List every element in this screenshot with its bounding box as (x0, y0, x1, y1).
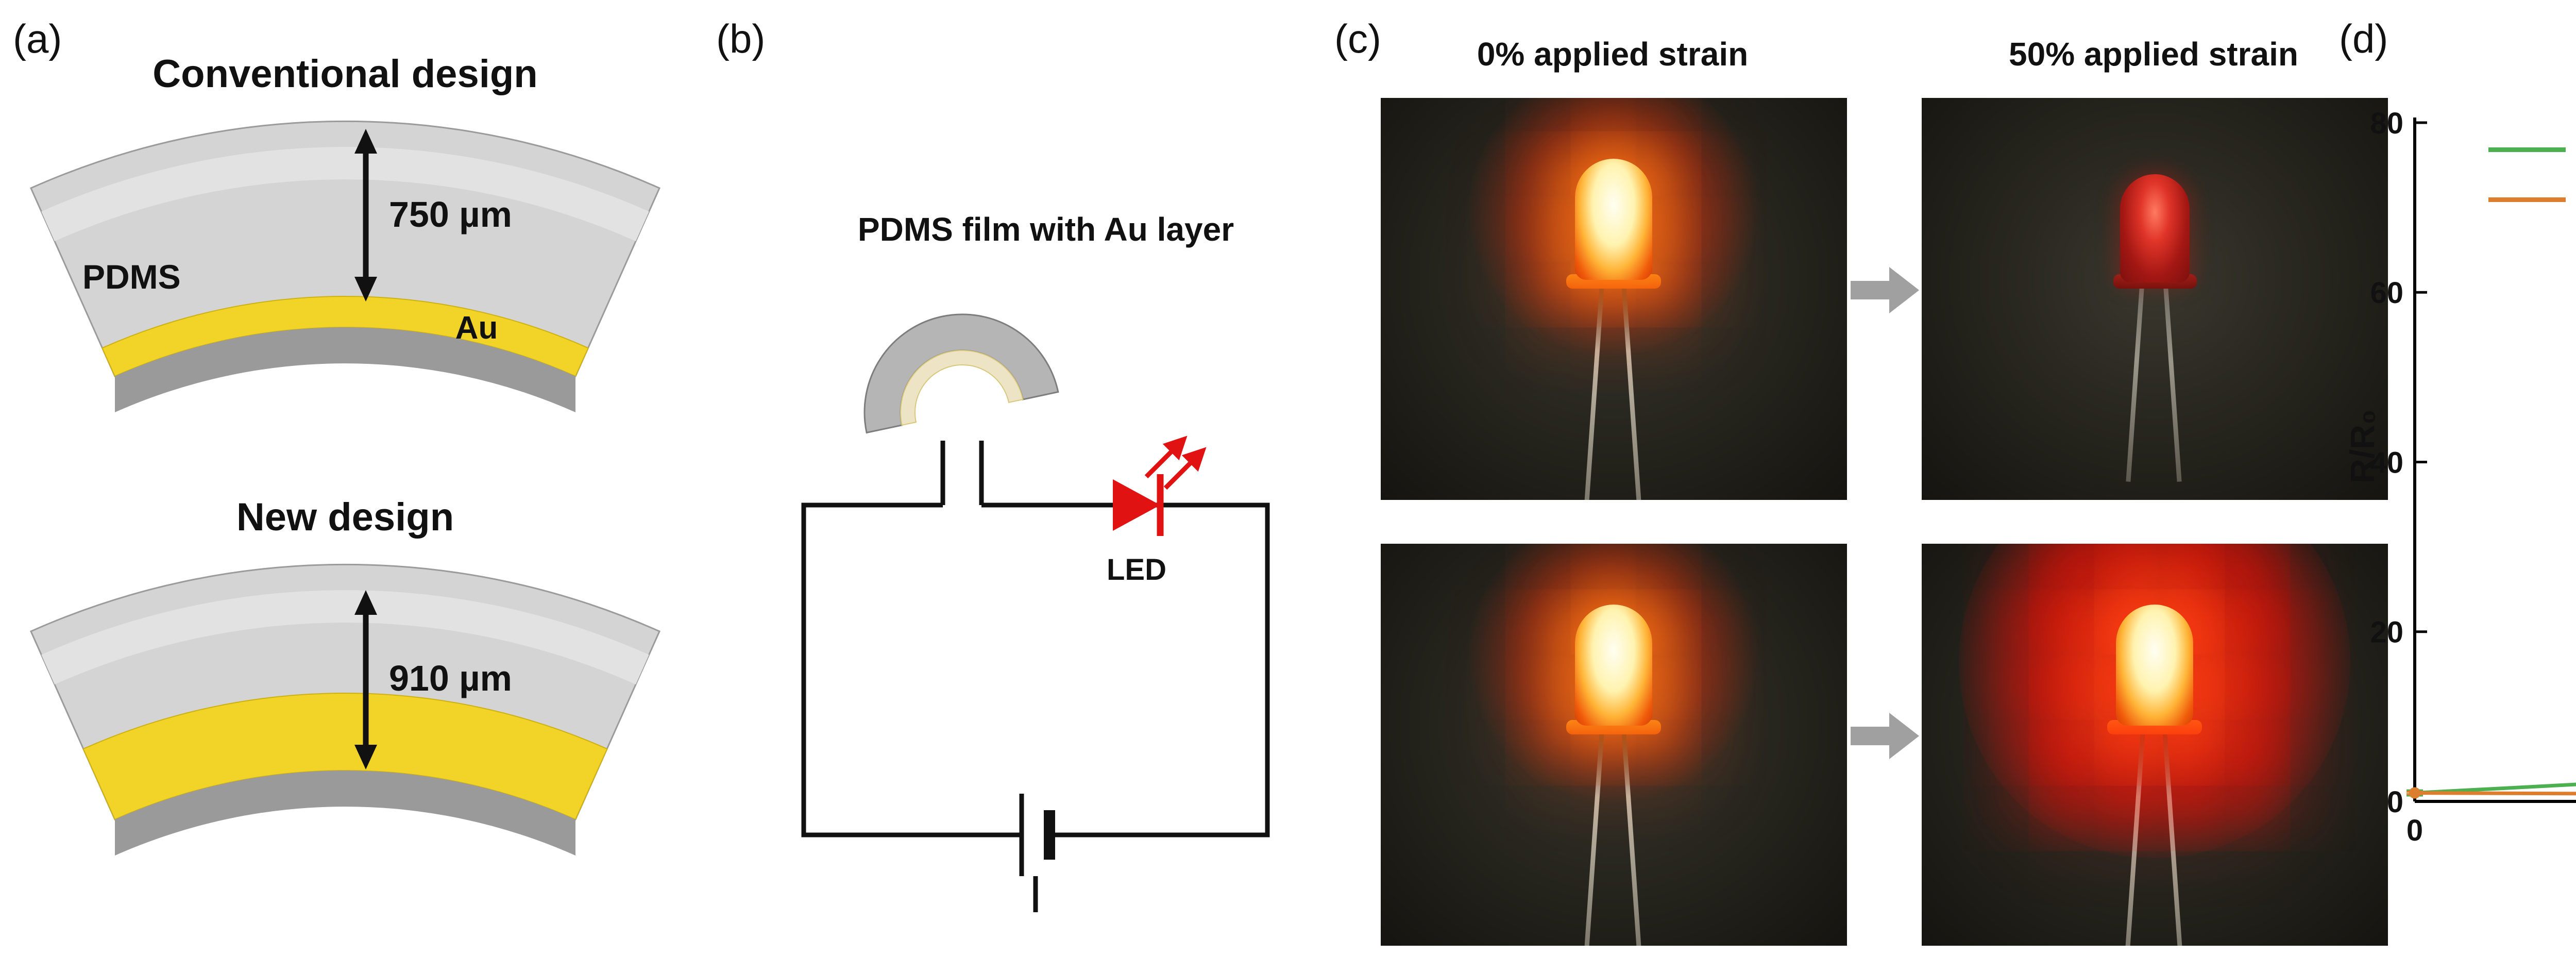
led-photo-bottom-50 (1922, 544, 2388, 946)
panel-c-label: (c) (1334, 16, 1381, 61)
circuit-diagram: LED (801, 313, 1270, 912)
circuit-wire (801, 441, 1270, 837)
led-leg (2163, 281, 2182, 482)
panel-b-label: (b) (716, 16, 766, 61)
pdms-front-face (115, 327, 575, 412)
led-bulb (2120, 174, 2190, 282)
pdms-top-highlight (41, 590, 649, 684)
led-bulb (1575, 159, 1652, 280)
thickness-910-label: 910 µm (389, 658, 512, 698)
y-axis-label: R/R₀ (2343, 409, 2381, 483)
legend-line-new (2488, 197, 2566, 202)
conventional-design-diagram: 750 µm PDMS Au (30, 120, 660, 412)
arrow-top-icon (1851, 267, 1920, 313)
battery-symbol (1019, 794, 1055, 912)
new-design-title: New design (236, 495, 454, 539)
led-photo-top-0 (1381, 98, 1847, 500)
conventional-design-title: Conventional design (152, 52, 538, 96)
thickness-750-label: 750 µm (389, 194, 512, 234)
pdms-front-face (115, 770, 575, 856)
svg-text:60: 60 (2370, 276, 2403, 310)
legend-item-conventional: Conventional design (2488, 131, 2576, 168)
x-axis-label: Applied strain (%) (2504, 876, 2576, 916)
header-50-strain: 50% applied strain (2009, 36, 2298, 73)
led-bulb (2116, 605, 2193, 726)
led-photo-bottom-0 (1381, 544, 1847, 946)
au-label: Au (455, 310, 498, 346)
pdms-label: PDMS (82, 258, 181, 296)
svg-text:0: 0 (2387, 785, 2403, 819)
arrow-bottom-icon (1851, 713, 1920, 759)
pdms-film-shape (863, 313, 1059, 434)
svg-text:0: 0 (2406, 814, 2423, 847)
led-symbol (1113, 435, 1207, 536)
pdms-top-highlight (41, 147, 649, 241)
header-0-strain: 0% applied strain (1477, 36, 1749, 73)
svg-text:40: 40 (2370, 446, 2403, 479)
thickness-arrow-750 (354, 129, 377, 301)
panel-d-label: (d) (2339, 16, 2388, 61)
resistance-strain-chart: 01020304050020406080010203040500246810 (2370, 107, 2576, 847)
legend-item-new: New design (2488, 181, 2576, 218)
svg-text:20: 20 (2370, 616, 2403, 649)
pdms-film-label: PDMS film with Au layer (857, 211, 1234, 248)
led-photo-top-50 (1922, 98, 2388, 500)
led-bulb (1575, 605, 1652, 726)
svg-text:80: 80 (2370, 107, 2403, 140)
thickness-arrow-910 (354, 590, 377, 769)
new-design-diagram: 910 µm (30, 563, 660, 856)
chart-legend: Conventional design New design (2488, 131, 2576, 218)
panel-a-label: (a) (13, 16, 62, 61)
legend-line-conventional (2488, 147, 2566, 152)
led-leg (2126, 281, 2145, 482)
led-text-label: LED (1107, 553, 1166, 586)
